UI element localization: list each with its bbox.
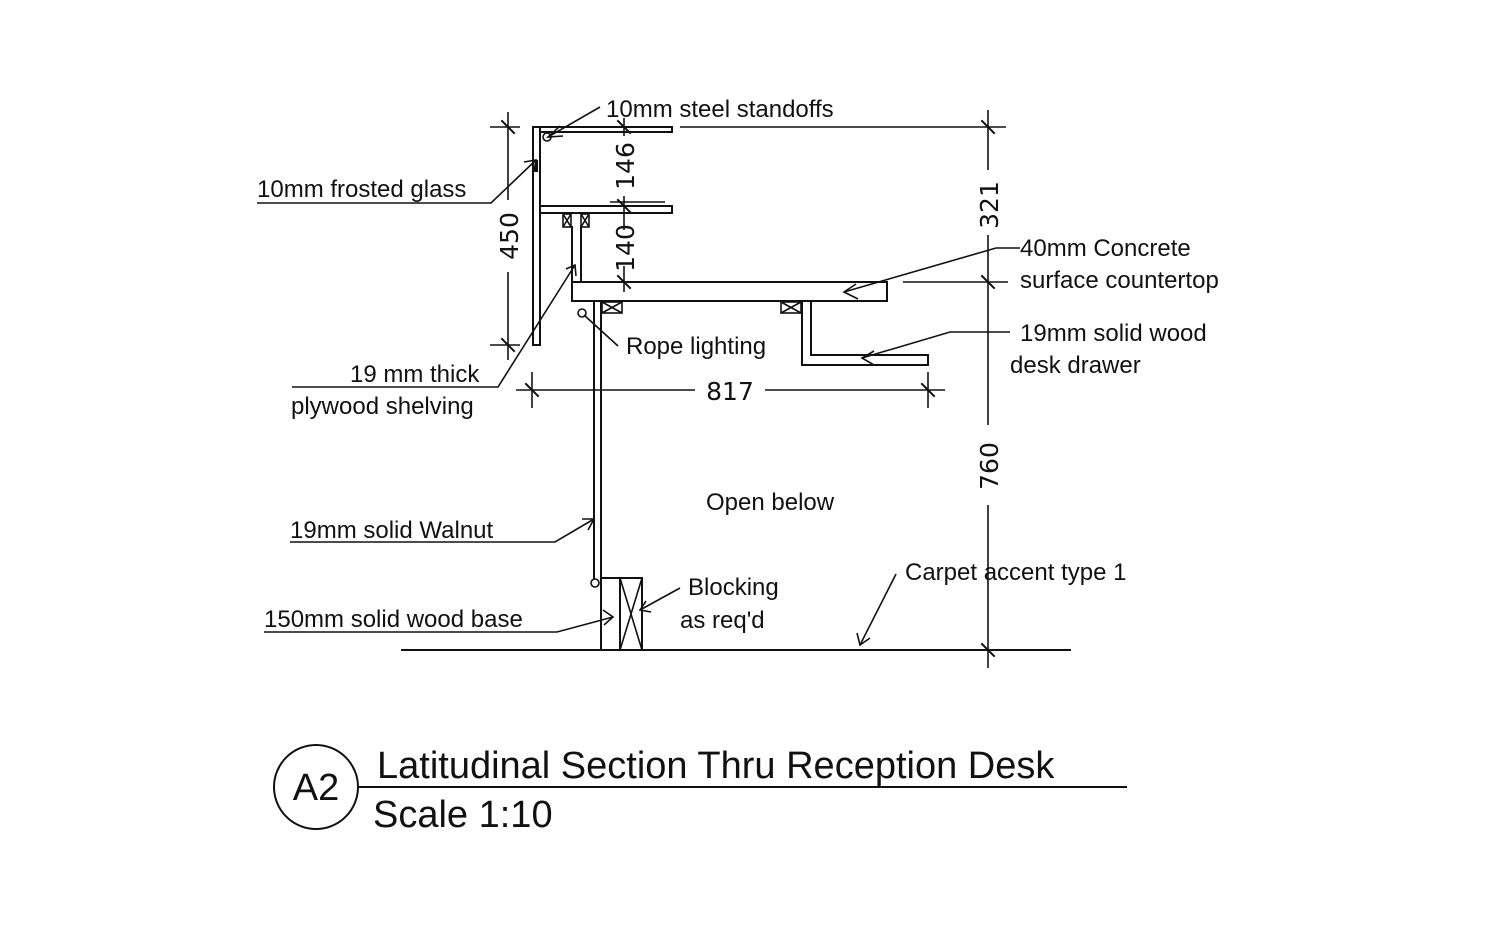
dim-760-label: 760 xyxy=(975,442,1004,490)
dimension-450: 450 xyxy=(490,112,524,360)
leader-frosted-glass xyxy=(257,159,537,204)
label-blocking-1: Blocking xyxy=(688,574,779,601)
dim-817-label: 817 xyxy=(706,377,754,406)
label-drawer-1: 19mm solid wood xyxy=(1020,320,1207,347)
dim-450-label: 450 xyxy=(495,212,524,260)
frosted-glass-panel xyxy=(532,126,673,346)
label-blocking-2: as req'd xyxy=(680,607,765,634)
label-frosted-glass: 10mm frosted glass xyxy=(257,176,466,203)
label-drawer-2: desk drawer xyxy=(1010,352,1141,379)
label-rope-lighting: Rope lighting xyxy=(626,333,766,360)
label-walnut: 19mm solid Walnut xyxy=(290,517,494,544)
drawing-scale: Scale 1:10 xyxy=(373,794,553,836)
label-plywood-2: plywood shelving xyxy=(291,393,474,420)
leader-steel-standoffs xyxy=(545,106,601,138)
rope-lighting xyxy=(577,308,587,318)
label-open-below: Open below xyxy=(706,489,835,516)
label-carpet: Carpet accent type 1 xyxy=(905,559,1126,586)
leader-blocking xyxy=(638,587,681,613)
dim-146-label: 146 xyxy=(611,142,640,190)
base-rope-light xyxy=(590,578,600,588)
dim-321-label: 321 xyxy=(975,181,1004,229)
concrete-countertop xyxy=(571,281,888,302)
label-plywood-1: 19 mm thick xyxy=(350,361,480,388)
leader-plywood xyxy=(292,263,577,388)
solid-wood-base xyxy=(600,577,643,651)
walnut-panel xyxy=(593,301,602,651)
label-concrete-1: 40mm Concrete xyxy=(1020,235,1191,262)
leader-rope-lighting xyxy=(583,314,619,347)
leader-carpet xyxy=(856,573,897,647)
dimension-146-140: 146 140 xyxy=(610,118,665,292)
drawing-title: Latitudinal Section Thru Reception Desk xyxy=(377,745,1055,787)
dimension-817: 817 xyxy=(516,372,945,408)
dimension-321-760: 321 760 xyxy=(680,110,1008,668)
label-steel-standoffs: 10mm steel standoffs xyxy=(606,96,834,123)
blocking-under-counter xyxy=(601,301,802,314)
dim-140-label: 140 xyxy=(611,224,640,272)
label-wood-base: 150mm solid wood base xyxy=(264,606,523,633)
plywood-shelf xyxy=(539,205,673,283)
section-id: A2 xyxy=(293,767,339,809)
leader-drawer xyxy=(860,331,1010,366)
label-concrete-2: surface countertop xyxy=(1020,267,1219,294)
desk-drawer xyxy=(801,301,929,366)
title-block: A2 Latitudinal Section Thru Reception De… xyxy=(273,744,1127,836)
leader-walnut xyxy=(290,518,596,543)
leader-wood-base xyxy=(264,609,615,633)
leader-concrete xyxy=(842,247,1020,300)
